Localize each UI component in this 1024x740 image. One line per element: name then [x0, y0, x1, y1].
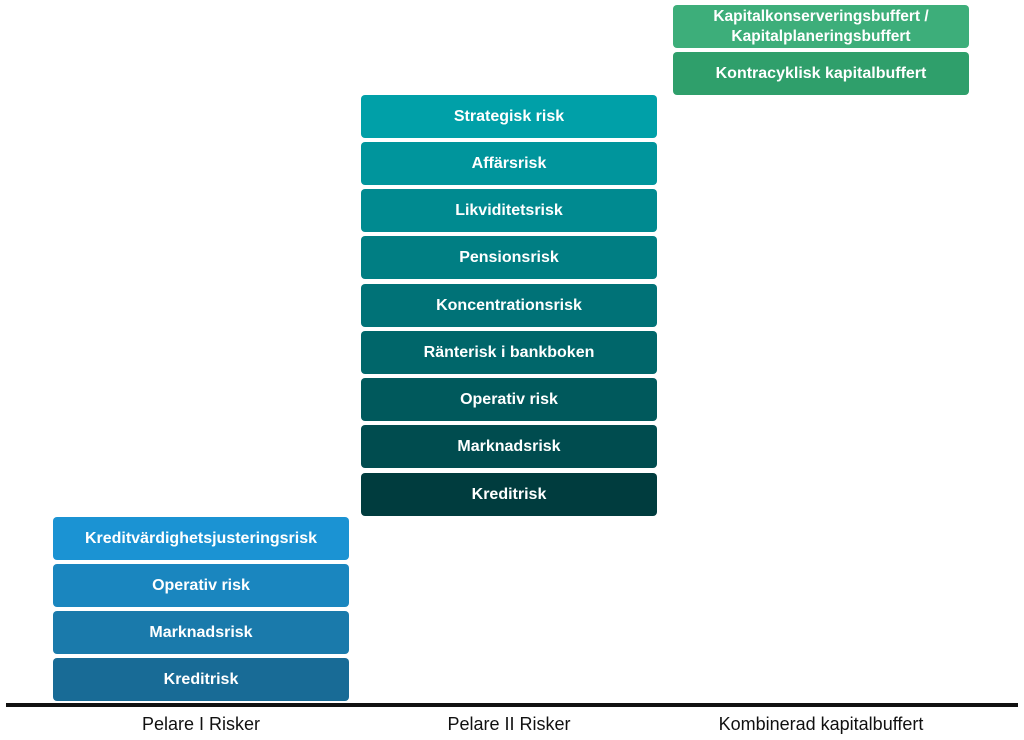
column-label-pelare2: Pelare II Risker — [447, 714, 571, 734]
block-p1-kreditvardighetsjusteringsrisk: Kreditvärdighetsjusteringsrisk — [53, 517, 349, 560]
block-p2-operativ-risk: Operativ risk — [361, 378, 657, 421]
block-p2-strategisk-risk: Strategisk risk — [361, 95, 657, 138]
block-p2-kreditrisk: Kreditrisk — [361, 473, 657, 516]
block-kapitalkonserveringsbuffert: Kapitalkonserveringsbuffert / Kapitalpla… — [673, 5, 969, 48]
column-label-kapitalbuffert: Kombinerad kapitalbuffert — [718, 714, 924, 734]
block-p2-affarsrisk: Affärsrisk — [361, 142, 657, 185]
block-p2-likviditetsrisk: Likviditetsrisk — [361, 189, 657, 232]
block-p1-marknadsrisk: Marknadsrisk — [53, 611, 349, 654]
block-p2-marknadsrisk: Marknadsrisk — [361, 425, 657, 468]
block-p2-ranterisk-bankboken: Ränterisk i bankboken — [361, 331, 657, 374]
block-p2-pensionsrisk: Pensionsrisk — [361, 236, 657, 279]
column-label-pelare1: Pelare I Risker — [141, 714, 261, 734]
block-p2-koncentrationsrisk: Koncentrationsrisk — [361, 284, 657, 327]
block-kontracyklisk-kapitalbuffert: Kontracyklisk kapitalbuffert — [673, 52, 969, 95]
block-p1-kreditrisk: Kreditrisk — [53, 658, 349, 701]
baseline-divider — [6, 703, 1018, 707]
block-p1-operativ-risk: Operativ risk — [53, 564, 349, 607]
